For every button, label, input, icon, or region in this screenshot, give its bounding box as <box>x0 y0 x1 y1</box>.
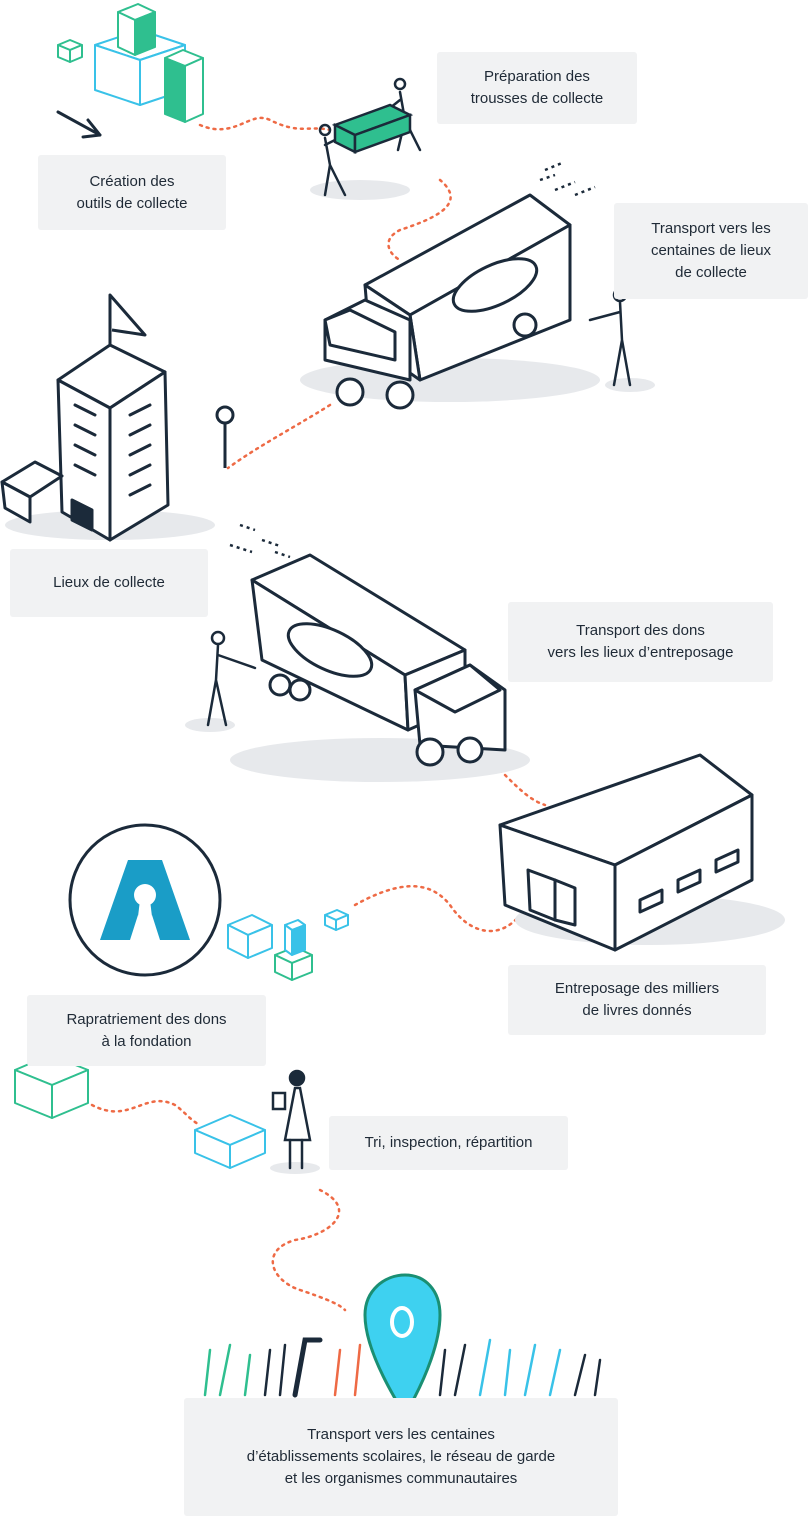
worker-pointing-icon <box>588 287 655 392</box>
step-text-lieux: Lieux de collecte <box>53 574 165 591</box>
worker-pointing-icon <box>185 630 257 732</box>
location-pin-icon <box>363 1273 442 1418</box>
step-label-creation: Création des outils de collecte <box>38 155 226 230</box>
step-label-entreposage: Entreposage des milliers de livres donné… <box>508 965 766 1035</box>
step-label-tri: Tri, inspection, répartition <box>329 1116 568 1170</box>
inspector-icon <box>270 1069 320 1174</box>
step-label-preparation: Préparation des trousses de collecte <box>437 52 637 124</box>
boxes-icon <box>56 3 204 139</box>
step-text-transport1: Transport vers les centaines de lieux de… <box>650 220 772 281</box>
boxes-icon <box>14 1054 266 1169</box>
step-label-lieux: Lieux de collecte <box>10 549 208 617</box>
building-icon <box>0 293 215 542</box>
foundation-logo-icon <box>68 823 222 977</box>
step-text-transport2: Transport des dons vers les lieux d’entr… <box>547 622 734 661</box>
step-label-transport1: Transport vers les centaines de lieux de… <box>614 203 808 299</box>
movers-icon <box>310 77 422 200</box>
step-label-transport2: Transport des dons vers les lieux d’entr… <box>508 602 773 682</box>
truck-icon <box>229 523 530 782</box>
truck-icon <box>300 161 600 410</box>
step-label-rapatriement: Rapratriement des dons à la fondation <box>27 995 266 1066</box>
hands-icon <box>203 1337 602 1398</box>
boxes-icon <box>227 909 349 981</box>
map-pin-small-icon <box>215 405 235 468</box>
step-text-rapatriement: Rapratriement des dons à la fondation <box>66 1010 227 1050</box>
step-text-entreposage: Entreposage des milliers de livres donné… <box>554 980 720 1019</box>
warehouse-icon <box>498 753 785 952</box>
step-label-final: Transport vers les centaines d’établisse… <box>184 1398 618 1516</box>
flow-path <box>90 116 547 1312</box>
step-text-tri: Tri, inspection, répartition <box>364 1134 533 1151</box>
step-text-creation: Création des outils de collecte <box>76 172 188 212</box>
step-text-final: Transport vers les centaines d’établisse… <box>246 1426 556 1487</box>
step-text-preparation: Préparation des trousses de collecte <box>470 68 604 107</box>
